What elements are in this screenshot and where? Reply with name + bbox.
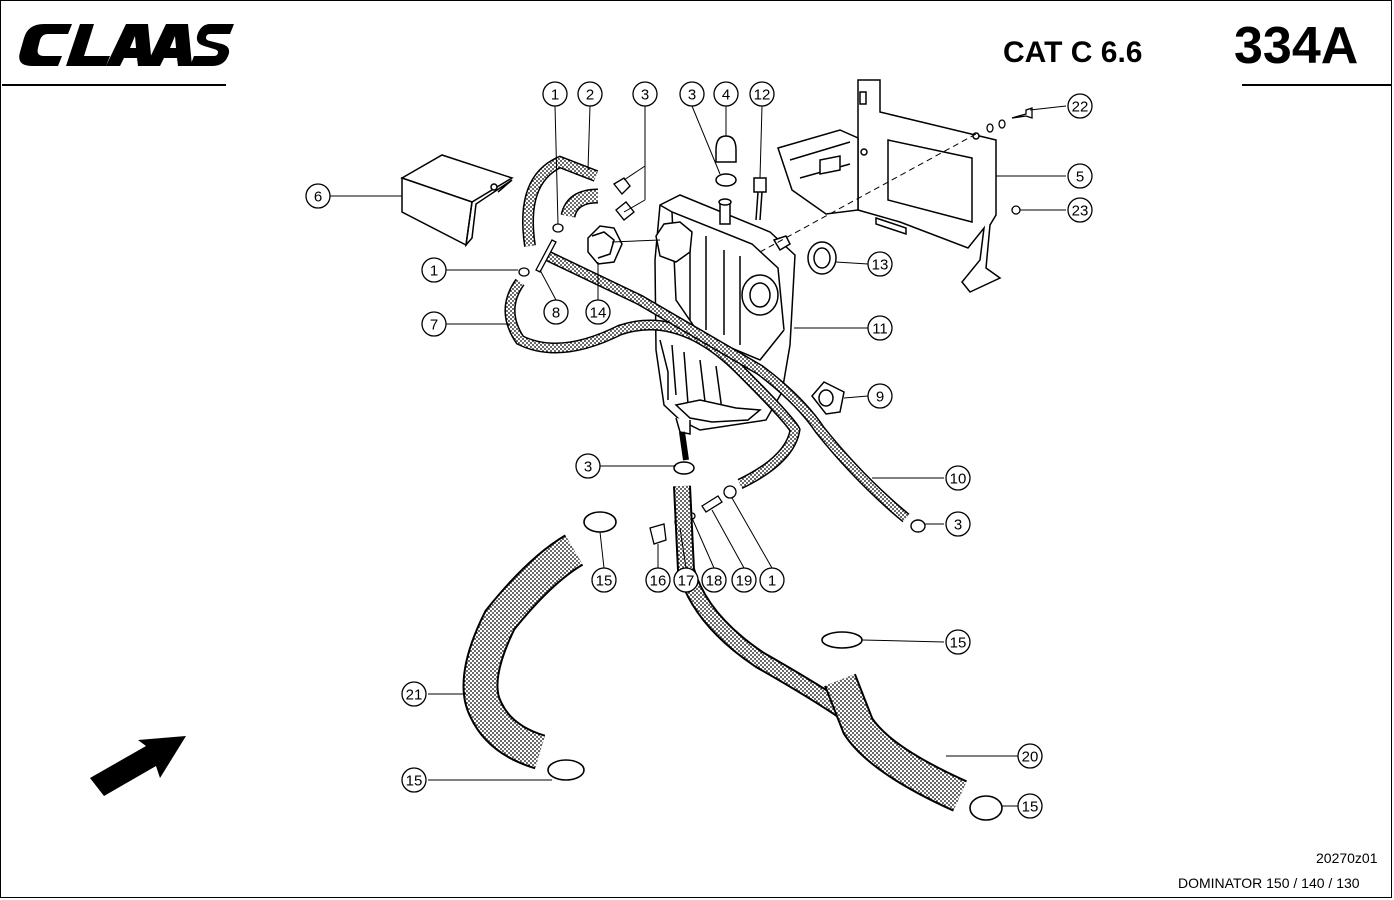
callout-number: 16 — [650, 573, 667, 590]
callout-number: 15 — [406, 773, 423, 790]
callout-number: 3 — [584, 459, 592, 476]
nut-part-23 — [1011, 205, 1021, 215]
tank-outlet — [679, 431, 689, 461]
callout-number: 6 — [314, 189, 322, 206]
hose-clamps-part-15 — [547, 511, 1003, 821]
callout-number: 3 — [641, 87, 649, 104]
hose-part-10 — [546, 252, 909, 522]
callout-15: 15 — [591, 567, 617, 593]
callout-14: 14 — [585, 299, 611, 325]
bracket-part-5 — [777, 79, 1002, 293]
hose-part-21 — [464, 536, 583, 768]
callout-number: 1 — [768, 573, 776, 590]
callout-number: 15 — [1022, 799, 1039, 816]
callout-number: 20 — [1022, 749, 1039, 766]
tank-neck-cap — [655, 221, 693, 263]
callout-20: 20 — [1017, 743, 1043, 769]
callout-number: 23 — [1072, 203, 1089, 220]
page-number: 334A — [1234, 17, 1359, 75]
callout-15: 15 — [945, 629, 971, 655]
engine-model: CAT C 6.6 — [1003, 36, 1143, 69]
callout-number: 9 — [876, 389, 884, 406]
screw-part-22 — [986, 107, 1033, 133]
callout-number: 15 — [950, 635, 967, 652]
callout-1: 1 — [759, 567, 785, 593]
callout-4: 4 — [713, 81, 739, 107]
hose-part-2b — [523, 157, 598, 247]
callout-number: 11 — [872, 321, 888, 338]
callout-number: 3 — [954, 517, 962, 534]
callout-15: 15 — [401, 767, 427, 793]
grommet-part-13 — [807, 241, 837, 275]
direction-arrow-icon — [90, 736, 186, 796]
hose-part-20 — [826, 674, 967, 810]
callout-3: 3 — [679, 81, 705, 107]
callout-number: 22 — [1072, 99, 1089, 116]
callout-number: 3 — [688, 87, 696, 104]
callout-number: 7 — [430, 317, 438, 334]
callout-15: 15 — [1017, 793, 1043, 819]
callout-2: 2 — [577, 81, 603, 107]
callout-number: 1 — [551, 87, 559, 104]
callout-number: 15 — [596, 573, 613, 590]
drawing-code: 20270z01 — [1316, 850, 1378, 866]
fittings-part-16-19 — [649, 485, 737, 545]
callout-19: 19 — [731, 567, 757, 593]
callout-number: 12 — [754, 87, 771, 104]
callout-number: 5 — [1076, 169, 1084, 186]
callout-number: 18 — [706, 573, 723, 590]
callout-number: 1 — [430, 263, 438, 280]
callout-23: 23 — [1067, 197, 1093, 223]
claas-logo — [19, 24, 234, 66]
callout-5: 5 — [1067, 163, 1093, 189]
clamp-part-3-right — [910, 519, 926, 533]
cover-part-6 — [400, 154, 514, 248]
callout-10: 10 — [945, 465, 971, 491]
callout-number: 8 — [552, 305, 560, 322]
callout-number: 13 — [872, 257, 889, 274]
callout-1: 1 — [542, 81, 568, 107]
clamp-part-3-upper — [612, 177, 635, 221]
callout-number: 17 — [678, 573, 695, 590]
hose-part-2 — [562, 190, 599, 218]
callout-3: 3 — [575, 453, 601, 479]
callout-16: 16 — [645, 567, 671, 593]
callout-6: 6 — [305, 183, 331, 209]
callout-8: 8 — [543, 299, 569, 325]
machine-models: DOMINATOR 150 / 140 / 130 — [1178, 875, 1360, 891]
callout-number: 10 — [950, 471, 967, 488]
callout-17: 17 — [673, 567, 699, 593]
callout-9: 9 — [867, 383, 893, 409]
callout-21: 21 — [401, 681, 427, 707]
clamp-part-3-lower — [673, 461, 695, 475]
callout-13: 13 — [867, 251, 893, 277]
callout-3: 3 — [945, 511, 971, 537]
sensor-part-12 — [753, 177, 767, 221]
callout-1: 1 — [421, 257, 447, 283]
clamp-part-3-top — [715, 173, 737, 187]
install-line — [759, 133, 977, 253]
callout-7: 7 — [421, 311, 447, 337]
callout-number: 4 — [722, 87, 730, 104]
callout-number: 21 — [406, 687, 423, 704]
callout-12: 12 — [749, 81, 775, 107]
fittings-part-1-8 — [518, 223, 564, 277]
callout-22: 22 — [1067, 93, 1093, 119]
callout-number: 14 — [590, 305, 607, 322]
callout-11: 11 — [867, 315, 893, 341]
callout-number: 19 — [736, 573, 753, 590]
leader-lines — [330, 105, 1067, 807]
cap-part-14 — [587, 225, 623, 265]
clip-part-9 — [811, 381, 845, 415]
plug-part-4 — [715, 135, 737, 163]
callout-18: 18 — [701, 567, 727, 593]
callout-number: 2 — [586, 87, 594, 104]
callout-3: 3 — [632, 81, 658, 107]
hose-part-7 — [506, 279, 800, 488]
